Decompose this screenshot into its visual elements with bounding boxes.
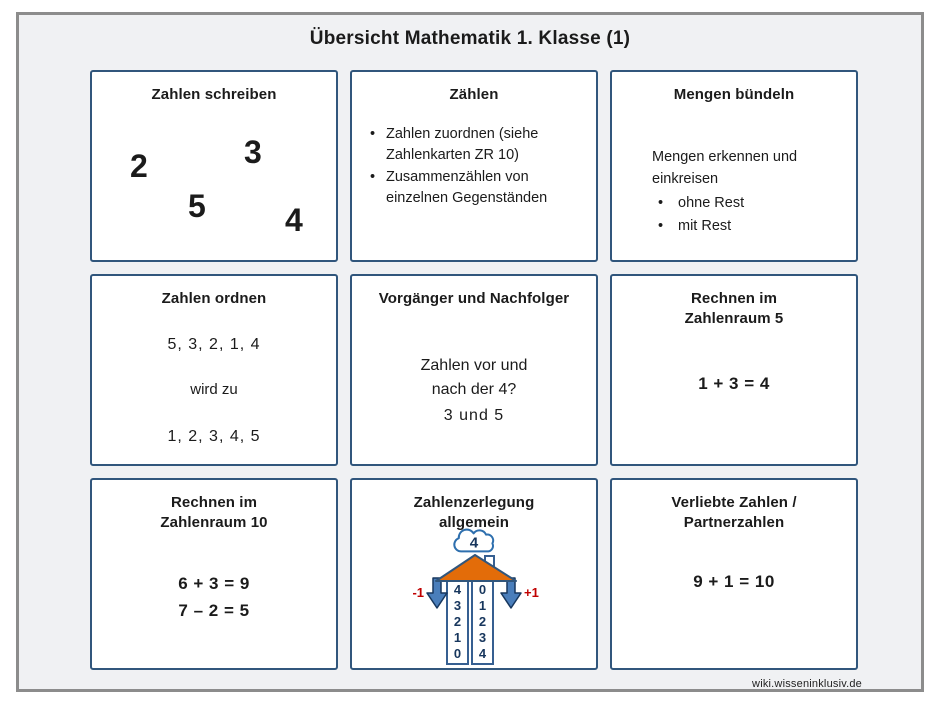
digit: 2	[453, 614, 462, 629]
bullet-list: Zahlen zuordnen (siehe Zahlenkarten ZR 1…	[366, 124, 568, 210]
equation: 6 + 3 = 9	[178, 574, 250, 593]
handwritten-number: 3	[244, 134, 262, 170]
plus-one-label: +1	[524, 585, 539, 600]
card-vorgaenger-nachfolger: Vorgänger und Nachfolger Zahlen vor und …	[350, 274, 598, 466]
digit: 3	[478, 630, 487, 645]
list-item: mit Rest	[652, 215, 820, 237]
intro-text: Mengen erkennen und einkreisen	[652, 149, 798, 187]
digit: 3	[453, 598, 462, 613]
equation: 7 – 2 = 5	[178, 601, 250, 620]
digit: 0	[478, 582, 487, 597]
card-rechnen-zr10: Rechnen im Zahlenraum 10 6 + 3 = 9 7 – 2…	[90, 478, 338, 670]
card-title: Vorgänger und Nachfolger	[378, 290, 570, 307]
answer-text: 3 und 5	[443, 407, 505, 424]
digit: 2	[478, 614, 487, 629]
list-item: ohne Rest	[652, 192, 820, 214]
card-title: Zahlen ordnen	[161, 290, 267, 307]
card-zahlen-schreiben: Zahlen schreiben 2 3 5 4	[90, 70, 338, 262]
page-title: Übersicht Mathematik 1. Klasse (1)	[309, 28, 631, 49]
list-item: Zahlen zuordnen (siehe Zahlenkarten ZR 1…	[366, 124, 568, 166]
card-title: Zahlenzerlegung allgemein	[413, 494, 535, 532]
card-title: Zahlen schreiben	[151, 86, 277, 103]
list-item: Zusammenzählen von einzelnen Gegenstände…	[366, 167, 568, 209]
digit: 1	[478, 598, 487, 613]
card-zaehlen: Zählen Zahlen zuordnen (siehe Zahlenkart…	[350, 70, 598, 262]
right-column: 0 1 2 3 4	[471, 579, 494, 665]
equation: 1 + 3 = 4	[698, 374, 770, 393]
card-rechnen-zr5: Rechnen im Zahlenraum 5 1 + 3 = 4	[610, 274, 858, 466]
question-lines: Zahlen vor und nach der 4?	[420, 357, 528, 398]
card-title: Rechnen im Zahlenraum 5	[684, 290, 784, 328]
card-body: Mengen erkennen und einkreisen ohne Rest…	[652, 146, 820, 238]
unsorted-sequence: 5, 3, 2, 1, 4	[167, 336, 261, 353]
card-title: Rechnen im Zahlenraum 10	[160, 494, 268, 532]
thought-cloud: 4	[453, 528, 495, 553]
card-title: Zählen	[449, 86, 499, 103]
source-url: wiki.wisseninklusiv.de	[752, 678, 862, 690]
card-title: Verliebte Zahlen / Partnerzahlen	[671, 494, 797, 532]
left-column: 4 3 2 1 0	[446, 579, 469, 665]
card-zahlenzerlegung: Zahlenzerlegung allgemein 4 4 3 2 1 0 0 …	[350, 478, 598, 670]
digit: 4	[478, 646, 487, 661]
cloud-number: 4	[470, 534, 479, 551]
card-mengen-buendeln: Mengen bündeln Mengen erkennen und einkr…	[610, 70, 858, 262]
card-zahlen-ordnen: Zahlen ordnen 5, 3, 2, 1, 4 wird zu 1, 2…	[90, 274, 338, 466]
minus-one-label: -1	[412, 585, 424, 600]
connector-text: wird zu	[190, 381, 238, 398]
house-columns: 4 3 2 1 0 0 1 2 3 4	[446, 579, 494, 665]
card-verliebte-zahlen: Verliebte Zahlen / Partnerzahlen 9 + 1 =…	[610, 478, 858, 670]
digit: 1	[453, 630, 462, 645]
digit: 0	[453, 646, 462, 661]
card-title: Mengen bündeln	[673, 86, 795, 103]
equation: 9 + 1 = 10	[693, 572, 775, 591]
handwritten-number: 4	[285, 202, 303, 238]
question-text: Zahlen vor und nach der 4?	[352, 354, 596, 402]
digit: 4	[453, 582, 462, 597]
house-roof	[435, 554, 517, 582]
handwritten-number: 5	[188, 188, 206, 224]
handwritten-number: 2	[130, 148, 148, 184]
sorted-sequence: 1, 2, 3, 4, 5	[167, 428, 261, 445]
